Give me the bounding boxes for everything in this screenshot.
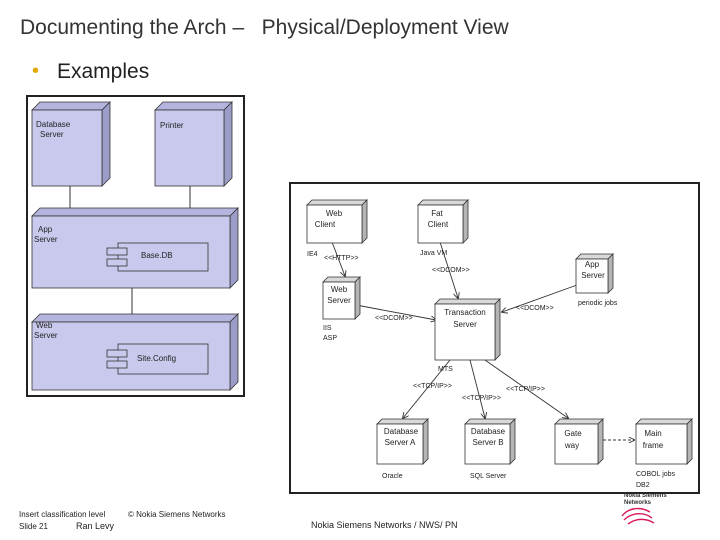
node-database-server-b-label-1: Database xyxy=(471,427,506,436)
slide-title: Documenting the Arch – Physical/Deployme… xyxy=(20,16,509,39)
label-iis: IIS xyxy=(323,325,332,332)
node-transaction-server-label-2: Server xyxy=(453,320,477,329)
node-app-server-label-2: Server xyxy=(34,235,58,244)
label-http: <<HTTP>> xyxy=(324,255,359,262)
nsn-logo-text-1: Nokia Siemens xyxy=(624,493,667,499)
bullet-examples: Examples xyxy=(57,60,150,83)
component-basedb: Base.DB xyxy=(106,242,209,272)
node-web-server-2-label-1: Web xyxy=(331,285,348,294)
node-web-server-label-1: Web xyxy=(36,321,53,330)
label-periodic-jobs: periodic jobs xyxy=(578,300,618,307)
label-tcpip-2: <<TCP/IP>> xyxy=(506,386,545,393)
nsn-logo-swirl xyxy=(621,507,655,525)
label-dcom-right: <<DCOM>> xyxy=(516,305,554,312)
node-app-server-2: App Server xyxy=(575,253,614,294)
label-oracle: Oracle xyxy=(382,473,403,480)
nsn-logo-text-2: Networks xyxy=(624,500,652,506)
node-database-server-a-label-2: Server A xyxy=(385,438,416,447)
diagram-left: Database Server Printer App Server xyxy=(26,95,245,397)
node-gateway-label-1: Gate xyxy=(564,429,582,438)
component-basedb-label: Base.DB xyxy=(141,251,173,260)
node-fat-client-label-2: Client xyxy=(428,220,449,229)
node-transaction-server-label-1: Transaction xyxy=(444,308,486,317)
node-main-frame-label-1: Main xyxy=(644,429,661,438)
label-cobol-jobs: COBOL jobs xyxy=(636,471,676,478)
label-ie4: IE4 xyxy=(307,251,318,258)
node-fat-client-label-1: Fat xyxy=(431,209,443,218)
node-fat-client: Fat Client xyxy=(417,199,469,244)
node-web-server: Web Server Site.Config xyxy=(31,313,239,391)
node-database-server: Database Server xyxy=(31,101,111,187)
node-printer-label: Printer xyxy=(160,121,184,130)
label-sql-server: SQL Server xyxy=(470,473,507,480)
node-web-server-label-2: Server xyxy=(34,331,58,340)
node-web-client-label-2: Client xyxy=(315,220,336,229)
node-printer: Printer xyxy=(154,101,233,187)
node-web-client: Web Client xyxy=(306,199,368,244)
footer-author: Ran Levy xyxy=(76,521,115,531)
link-fatclient-transaction xyxy=(439,241,458,298)
component-siteconfig-label: Site.Config xyxy=(137,354,176,363)
node-app-server-label-1: App xyxy=(38,225,53,234)
component-siteconfig: Site.Config xyxy=(106,343,209,375)
label-dcom-top: <<DCOM>> xyxy=(432,267,470,274)
link-webclient-webserver xyxy=(331,241,345,276)
label-dcom-left: <<DCOM>> xyxy=(375,315,413,322)
link-transaction-dbb xyxy=(469,359,485,418)
nsn-logo: Nokia Siemens Networks xyxy=(621,493,667,525)
node-database-server-b: Database Server B xyxy=(464,418,516,465)
label-asp: ASP xyxy=(323,335,337,342)
node-app-server-2-label-2: Server xyxy=(581,271,605,280)
node-web-server-2-label-2: Server xyxy=(327,296,351,305)
label-tcpip-1: <<TCP/IP>> xyxy=(413,383,452,390)
node-web-server-2: Web Server xyxy=(322,276,361,320)
link-appserver-transaction xyxy=(502,284,578,312)
bullet-dot: • xyxy=(32,60,40,82)
label-java-vm: Java VM xyxy=(420,250,447,257)
node-transaction-server: Transaction Server xyxy=(434,298,501,361)
label-mts: MTS xyxy=(438,366,453,373)
footer-copyright: © Nokia Siemens Networks xyxy=(128,510,226,519)
footer-org: Nokia Siemens Networks / NWS/ PN xyxy=(311,520,458,530)
node-main-frame: Main frame xyxy=(635,418,693,465)
node-database-server-a-label-1: Database xyxy=(384,427,419,436)
node-gateway: Gate way xyxy=(554,418,604,465)
node-database-server-a: Database Server A xyxy=(376,418,429,465)
node-gateway-label-2: way xyxy=(564,441,579,450)
node-database-server-b-label-2: Server B xyxy=(472,438,503,447)
footer-classification: Insert classification level xyxy=(19,510,106,519)
footer-slide-number: Slide 21 xyxy=(19,522,48,531)
label-tcpip-3: <<TCP/IP>> xyxy=(462,395,501,402)
node-app-server: App Server Base.DB xyxy=(31,207,239,289)
diagram-right: Web Client Fat Client App Server Web Ser… xyxy=(289,182,700,494)
link-transaction-dba xyxy=(403,359,451,418)
node-web-client-label-1: Web xyxy=(326,209,343,218)
node-database-server-label-2: Server xyxy=(40,130,64,139)
node-database-server-label-1: Database xyxy=(36,120,71,129)
link-webserver-transaction xyxy=(355,304,436,320)
label-db2: DB2 xyxy=(636,482,650,489)
link-transaction-gateway xyxy=(484,359,568,418)
diagram-right-annotations: IE4 <<HTTP>> Java VM <<DCOM>> <<DCOM>> <… xyxy=(307,250,676,489)
node-app-server-2-label-1: App xyxy=(585,260,600,269)
node-main-frame-label-2: frame xyxy=(643,441,664,450)
